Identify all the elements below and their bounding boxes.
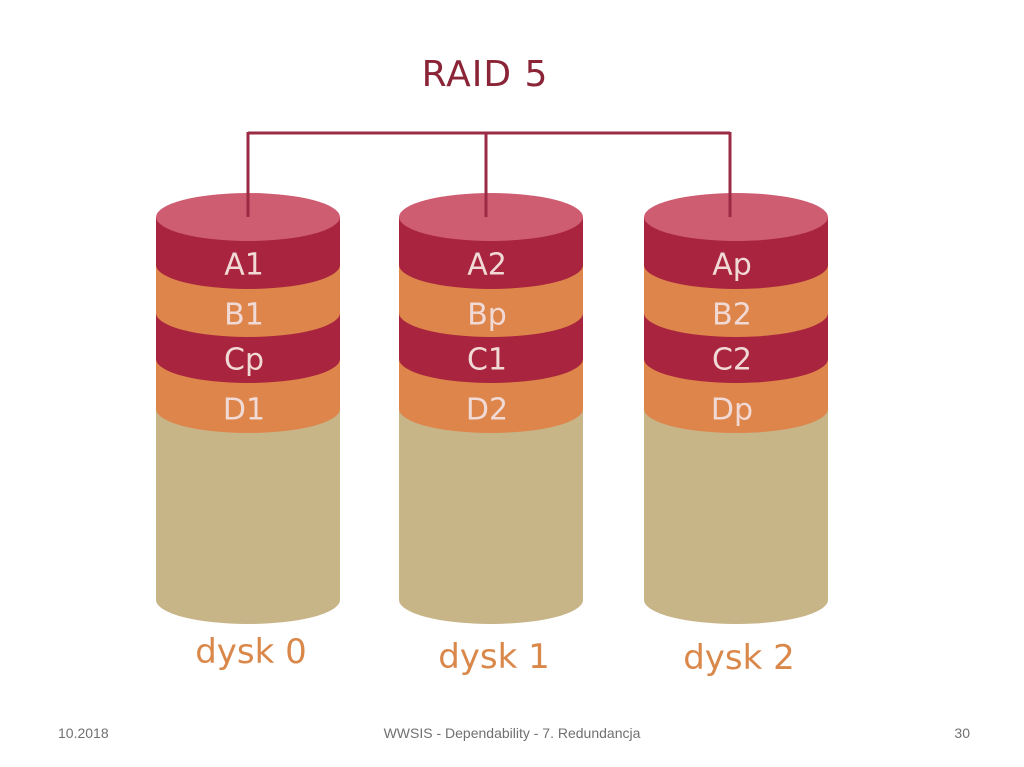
connector-lines bbox=[246, 131, 732, 217]
disk-label-0: dysk 0 bbox=[195, 632, 307, 672]
block-label-C1: C1 bbox=[467, 343, 507, 378]
block-label-A1: A1 bbox=[224, 248, 264, 283]
block-label-D2: D2 bbox=[466, 393, 508, 428]
block-label-Dp: Dp bbox=[711, 393, 753, 428]
disk-top bbox=[399, 193, 583, 241]
block-label-D1: D1 bbox=[223, 393, 265, 428]
diagram-title: RAID 5 bbox=[421, 54, 549, 95]
block-label-B2: B2 bbox=[712, 298, 752, 333]
block-label-Cp: Cp bbox=[224, 343, 264, 378]
page-number: 30 bbox=[954, 725, 970, 741]
block-label-C2: C2 bbox=[712, 343, 752, 378]
block-label-B1: B1 bbox=[224, 298, 264, 333]
disk-body bbox=[156, 409, 340, 624]
block-label-A2: A2 bbox=[467, 248, 507, 283]
disk-top bbox=[644, 193, 828, 241]
block-label-Ap: Ap bbox=[712, 248, 752, 283]
disk-body bbox=[399, 409, 583, 624]
disk-label-1: dysk 1 bbox=[438, 637, 550, 677]
disk-body bbox=[644, 409, 828, 624]
footer-title: WWSIS - Dependability - 7. Redundancja bbox=[383, 725, 641, 741]
disk-label-2: dysk 2 bbox=[683, 638, 795, 678]
block-label-Bp: Bp bbox=[467, 298, 507, 333]
footer-date: 10.2018 bbox=[58, 725, 109, 741]
